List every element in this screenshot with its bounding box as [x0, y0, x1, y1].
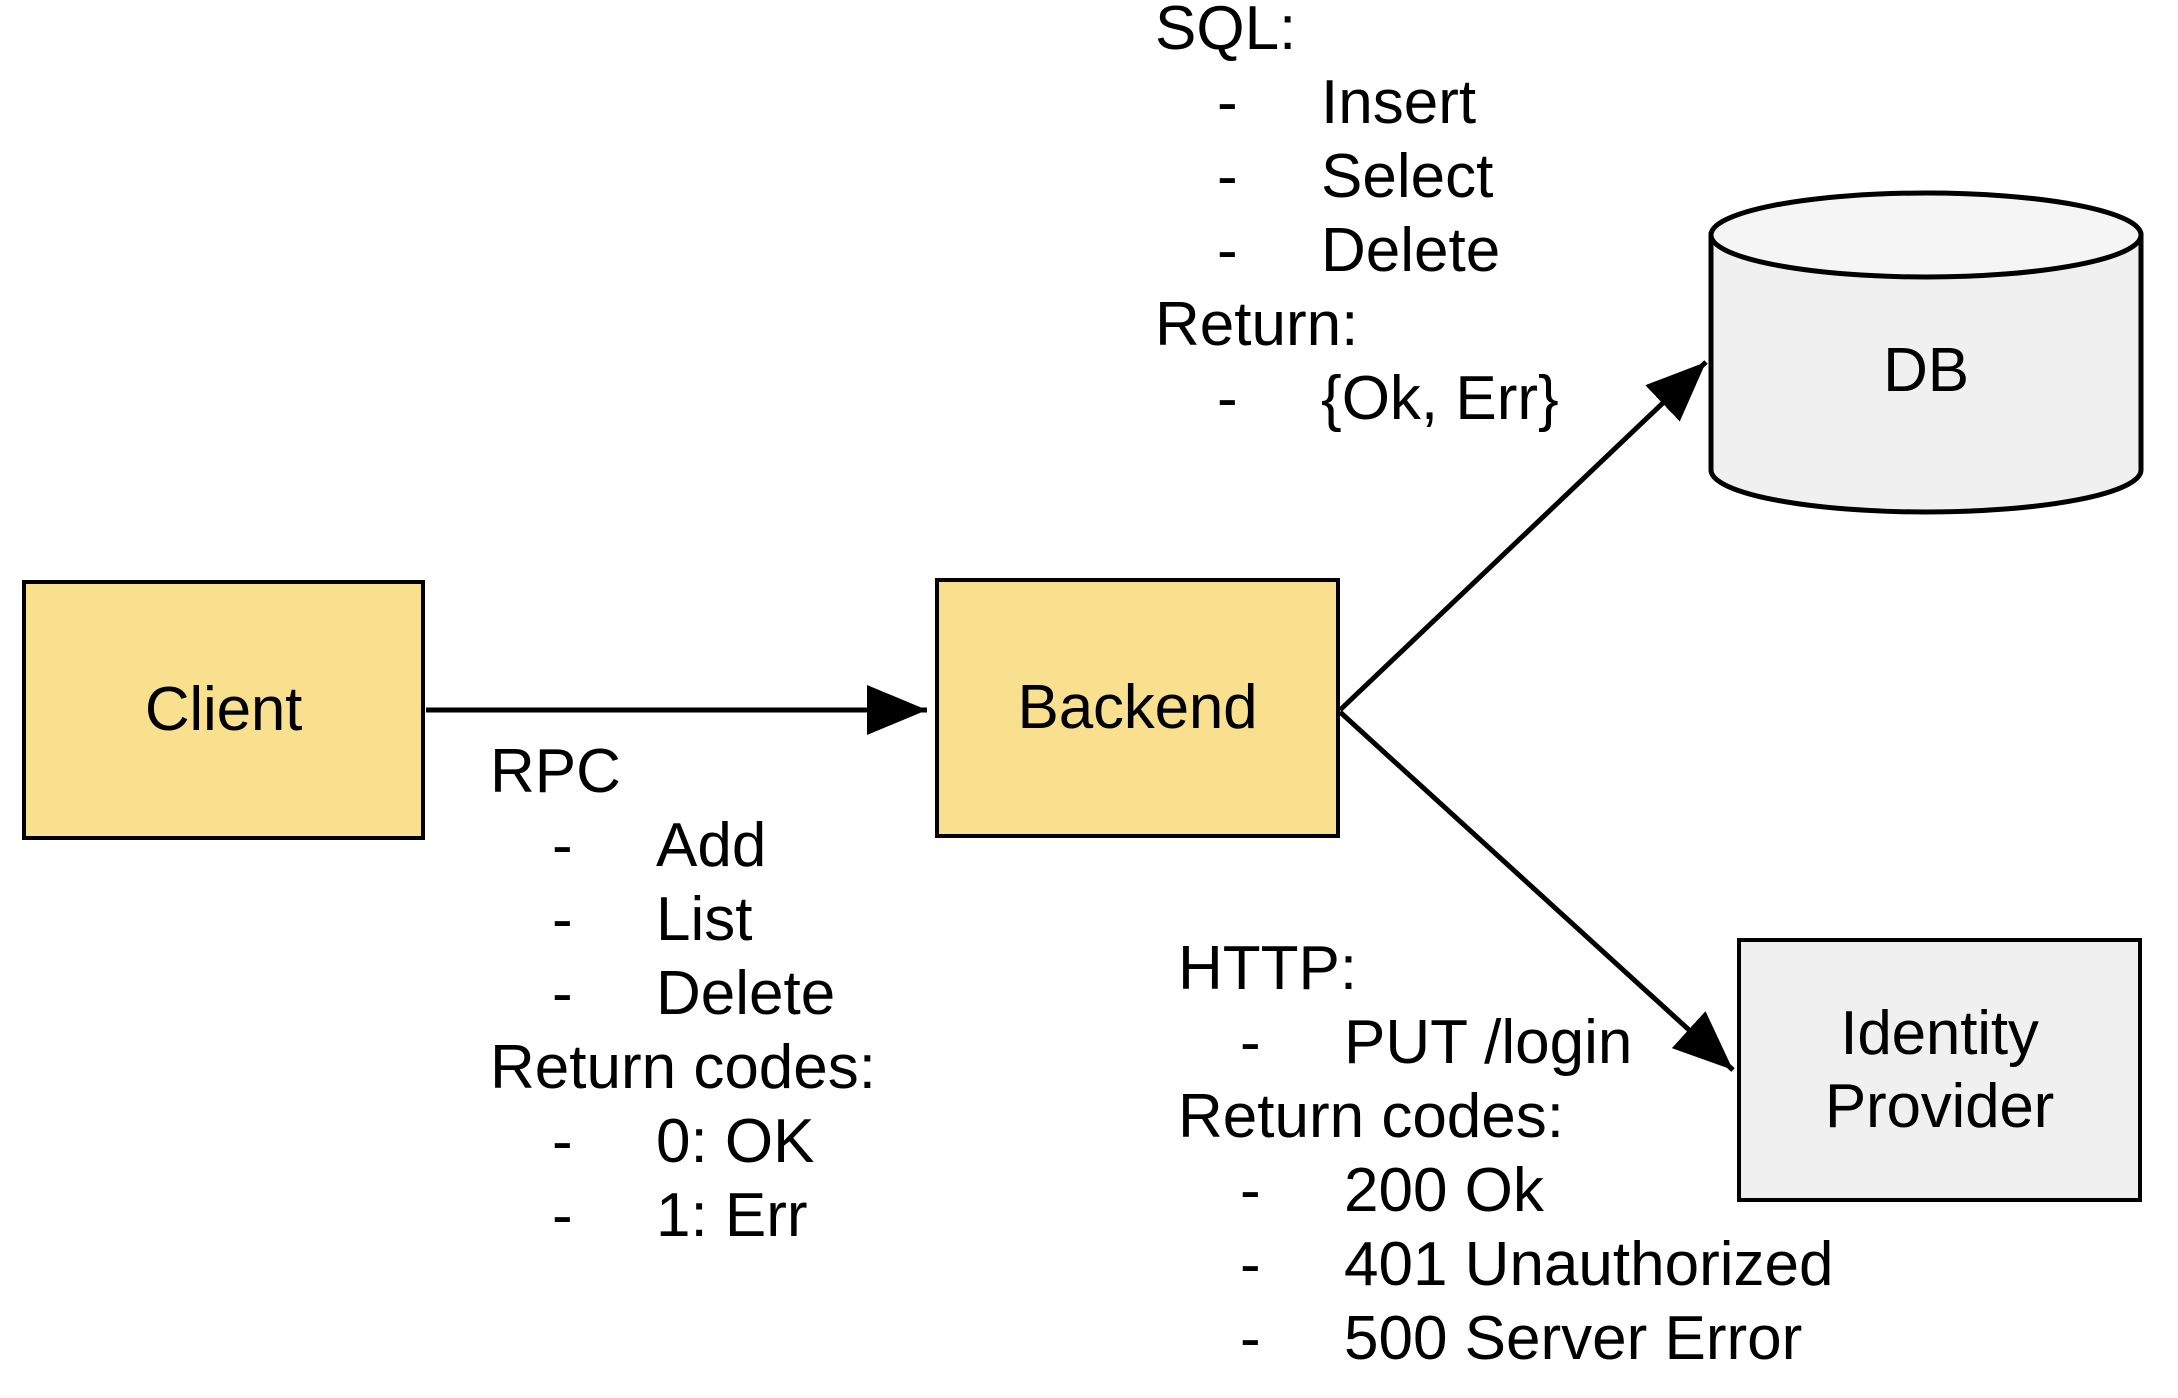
- node-identity-provider-label-line1: Identity: [1840, 998, 2039, 1068]
- annotation-sql: SQL: - Insert - Select - Delete Return: …: [1155, 0, 1559, 436]
- annotation-http-return-item-label: 401 Unauthorized: [1344, 1230, 1834, 1299]
- annotation-http: HTTP: - PUT /login Return codes: - 200 O…: [1178, 932, 1833, 1376]
- bullet-dash: -: [552, 885, 573, 954]
- annotation-http-return-item: - 500 Server Error: [1178, 1302, 1833, 1376]
- annotation-rpc: RPC - Add - List - Delete Return codes: …: [490, 735, 876, 1253]
- bullet-dash: -: [552, 811, 573, 880]
- annotation-sql-return-header: Return:: [1155, 290, 1359, 359]
- annotation-rpc-return-item: - 0: OK: [490, 1105, 876, 1179]
- bullet-dash: -: [1240, 1230, 1261, 1299]
- annotation-http-header: HTTP:: [1178, 934, 1358, 1003]
- annotation-sql-item-label: Delete: [1321, 216, 1501, 285]
- bullet-dash: -: [1240, 1156, 1261, 1225]
- bullet-dash: -: [552, 1181, 573, 1250]
- annotation-sql-item: - Insert: [1155, 66, 1559, 140]
- annotation-http-return-header: Return codes:: [1178, 1082, 1564, 1151]
- annotation-sql-item-label: Insert: [1321, 68, 1477, 137]
- node-database-label: DB: [1883, 335, 1969, 405]
- annotation-rpc-item-label: List: [656, 885, 753, 954]
- node-identity-provider[interactable]: Identity Provider: [1737, 938, 2142, 1202]
- annotation-rpc-return-item-label: 0: OK: [656, 1107, 815, 1176]
- annotation-rpc-return-item: - 1: Err: [490, 1179, 876, 1253]
- annotation-rpc-item-label: Delete: [656, 959, 836, 1028]
- annotation-rpc-item: - List: [490, 883, 876, 957]
- bullet-dash: -: [552, 1107, 573, 1176]
- database-cylinder-icon: [1708, 190, 2144, 515]
- node-identity-provider-label-group: Identity Provider: [1825, 997, 2054, 1143]
- annotation-sql-header: SQL:: [1155, 0, 1297, 63]
- annotation-rpc-return-item-label: 1: Err: [656, 1181, 808, 1250]
- annotation-rpc-item-label: Add: [656, 811, 767, 880]
- annotation-sql-item: - Delete: [1155, 214, 1559, 288]
- bullet-dash: -: [552, 959, 573, 1028]
- annotation-http-return-item-label: 500 Server Error: [1344, 1304, 1803, 1373]
- annotation-rpc-return-header: Return codes:: [490, 1033, 876, 1102]
- annotation-http-return-item-label: 200 Ok: [1344, 1156, 1544, 1225]
- node-client-label: Client: [144, 675, 303, 745]
- annotation-http-return-item: - 200 Ok: [1178, 1154, 1833, 1228]
- bullet-dash: -: [1217, 142, 1238, 211]
- bullet-dash: -: [1240, 1008, 1261, 1077]
- bullet-dash: -: [1217, 364, 1238, 433]
- annotation-sql-item: - Select: [1155, 140, 1559, 214]
- bullet-dash: -: [1217, 68, 1238, 137]
- bullet-dash: -: [1240, 1304, 1261, 1373]
- annotation-rpc-item: - Delete: [490, 957, 876, 1031]
- node-backend[interactable]: Backend: [935, 578, 1340, 838]
- bullet-dash: -: [1217, 216, 1238, 285]
- node-identity-provider-label-line2: Provider: [1824, 1072, 2055, 1141]
- node-database[interactable]: DB: [1708, 190, 2144, 515]
- node-client[interactable]: Client: [22, 580, 425, 840]
- annotation-http-item: - PUT /login: [1178, 1006, 1833, 1080]
- annotation-rpc-header: RPC: [490, 737, 621, 806]
- annotation-sql-return-item: - {Ok, Err}: [1155, 362, 1559, 436]
- annotation-sql-item-label: Select: [1321, 142, 1494, 211]
- annotation-sql-return-item-label: {Ok, Err}: [1321, 364, 1559, 433]
- node-backend-label: Backend: [1017, 673, 1258, 743]
- annotation-rpc-item: - Add: [490, 809, 876, 883]
- annotation-http-item-label: PUT /login: [1344, 1008, 1633, 1077]
- annotation-http-return-item: - 401 Unauthorized: [1178, 1228, 1833, 1302]
